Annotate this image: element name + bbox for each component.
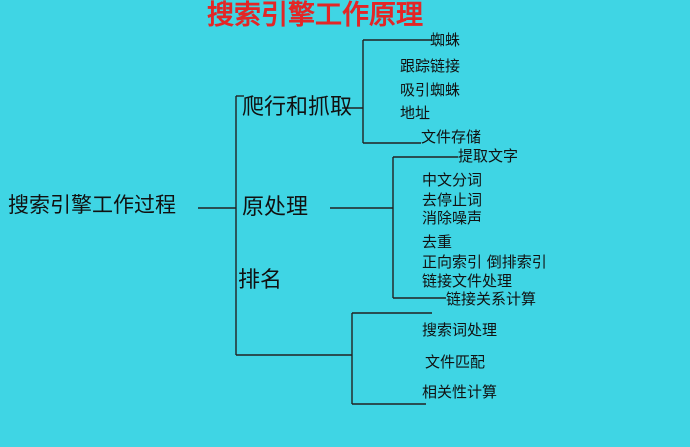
leaf-attract-spider: 吸引蜘蛛 xyxy=(400,81,461,99)
leaf-index: 正向索引 倒排索引 xyxy=(422,253,547,271)
leaf-link-file: 链接文件处理 xyxy=(422,272,513,290)
root-node: 搜索引擎工作过程 xyxy=(8,193,176,217)
leaf-link-relation: 链接关系计算 xyxy=(446,290,537,308)
leaf-extract-text: 提取文字 xyxy=(458,147,519,165)
leaf-spider: 蜘蛛 xyxy=(430,31,461,49)
branch-crawl: 爬行和抓取 xyxy=(242,95,353,120)
leaf-query-processing: 搜索词处理 xyxy=(422,321,498,339)
leaf-denoise: 消除噪声 xyxy=(422,209,483,227)
leaf-relevance: 相关性计算 xyxy=(422,383,498,401)
leaf-file-storage: 文件存储 xyxy=(421,128,482,146)
leaf-dedupe: 去重 xyxy=(422,233,453,251)
leaf-address: 地址 xyxy=(400,104,431,122)
leaf-follow-links: 跟踪链接 xyxy=(400,57,461,75)
branch-ranking: 排名 xyxy=(238,268,283,293)
branch-preprocess: 原处理 xyxy=(242,195,309,220)
diagram-title: 搜索引擎工作原理 xyxy=(207,0,423,31)
leaf-stopwords: 去停止词 xyxy=(422,191,483,209)
leaf-chinese-segmentation: 中文分词 xyxy=(422,171,483,189)
leaf-file-matching: 文件匹配 xyxy=(425,353,486,371)
